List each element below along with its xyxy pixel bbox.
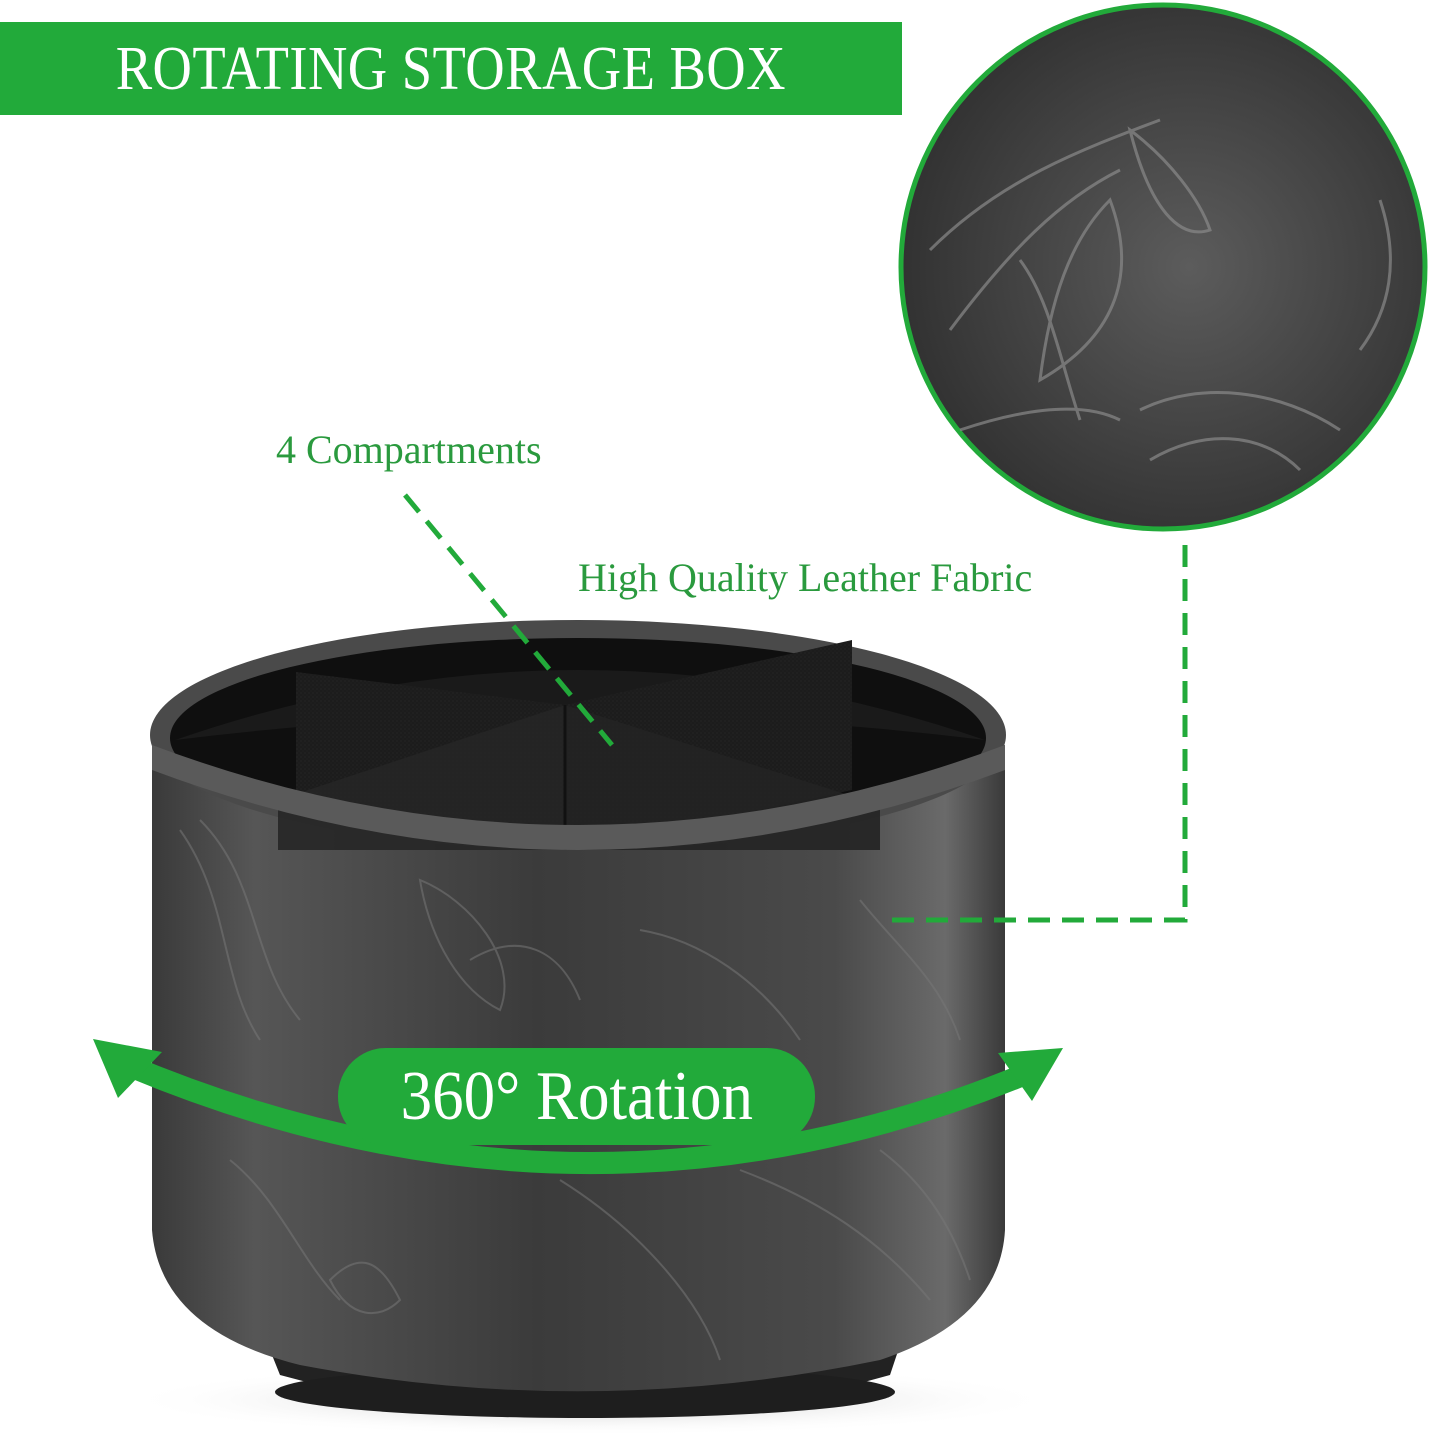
material-callout: High Quality Leather Fabric (578, 555, 1033, 600)
material-leader-line (882, 545, 1188, 923)
texture-zoom-circle (898, 2, 1428, 532)
banner-title: ROTATING STORAGE BOX (115, 34, 787, 103)
compartments-leader-line (403, 493, 614, 747)
curved-double-arrow-icon (93, 1039, 1063, 1174)
title-banner: ROTATING STORAGE BOX (0, 22, 902, 115)
rotation-badge: 360° Rotation (338, 1048, 815, 1145)
rotation-label: 360° Rotation (400, 1057, 753, 1135)
compartments-callout: 4 Compartments (276, 427, 542, 472)
